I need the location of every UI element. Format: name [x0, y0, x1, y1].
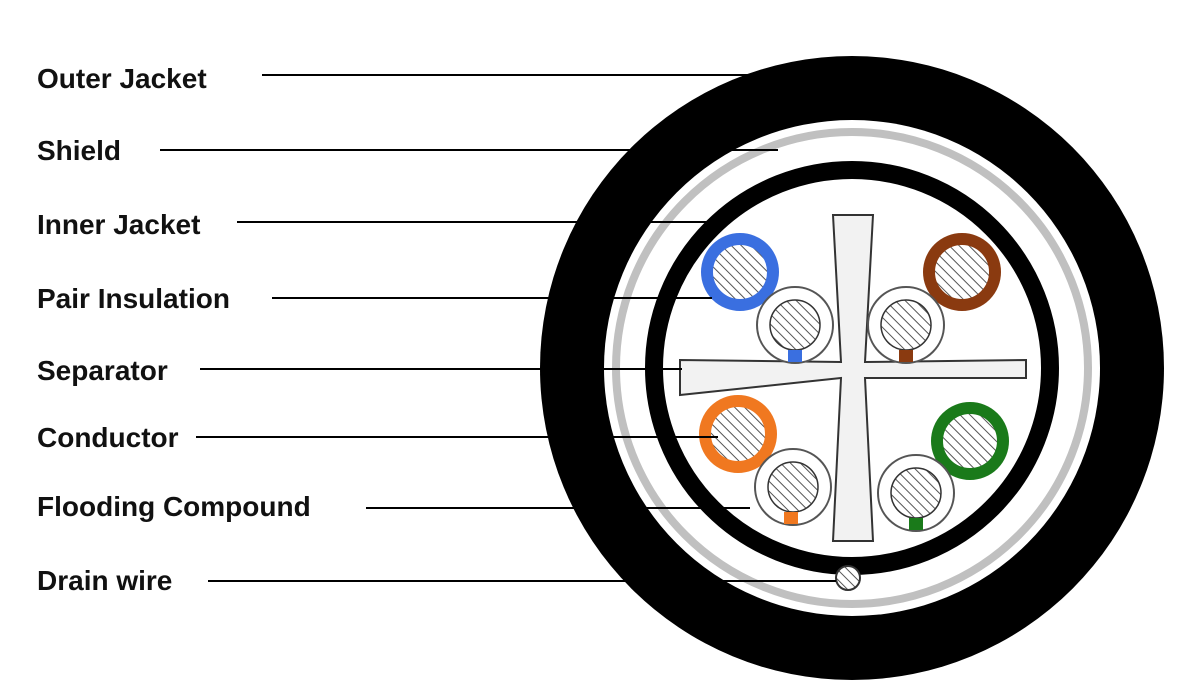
label-outer-jacket: Outer Jacket — [37, 63, 207, 94]
label-pair-insulation: Pair Insulation — [37, 283, 230, 314]
drain-wire — [835, 565, 861, 591]
label-inner-jacket: Inner Jacket — [37, 209, 200, 240]
label-separator: Separator — [37, 355, 168, 386]
pair-blue — [701, 233, 834, 364]
pair-green — [877, 402, 1009, 532]
label-shield: Shield — [37, 135, 121, 166]
label-conductor: Conductor — [37, 422, 179, 453]
pair-orange — [699, 395, 832, 526]
label-flooding-compound: Flooding Compound — [37, 491, 311, 522]
label-drain-wire: Drain wire — [37, 565, 172, 596]
separator-cross — [679, 214, 1027, 542]
pair-brown — [867, 233, 1001, 364]
